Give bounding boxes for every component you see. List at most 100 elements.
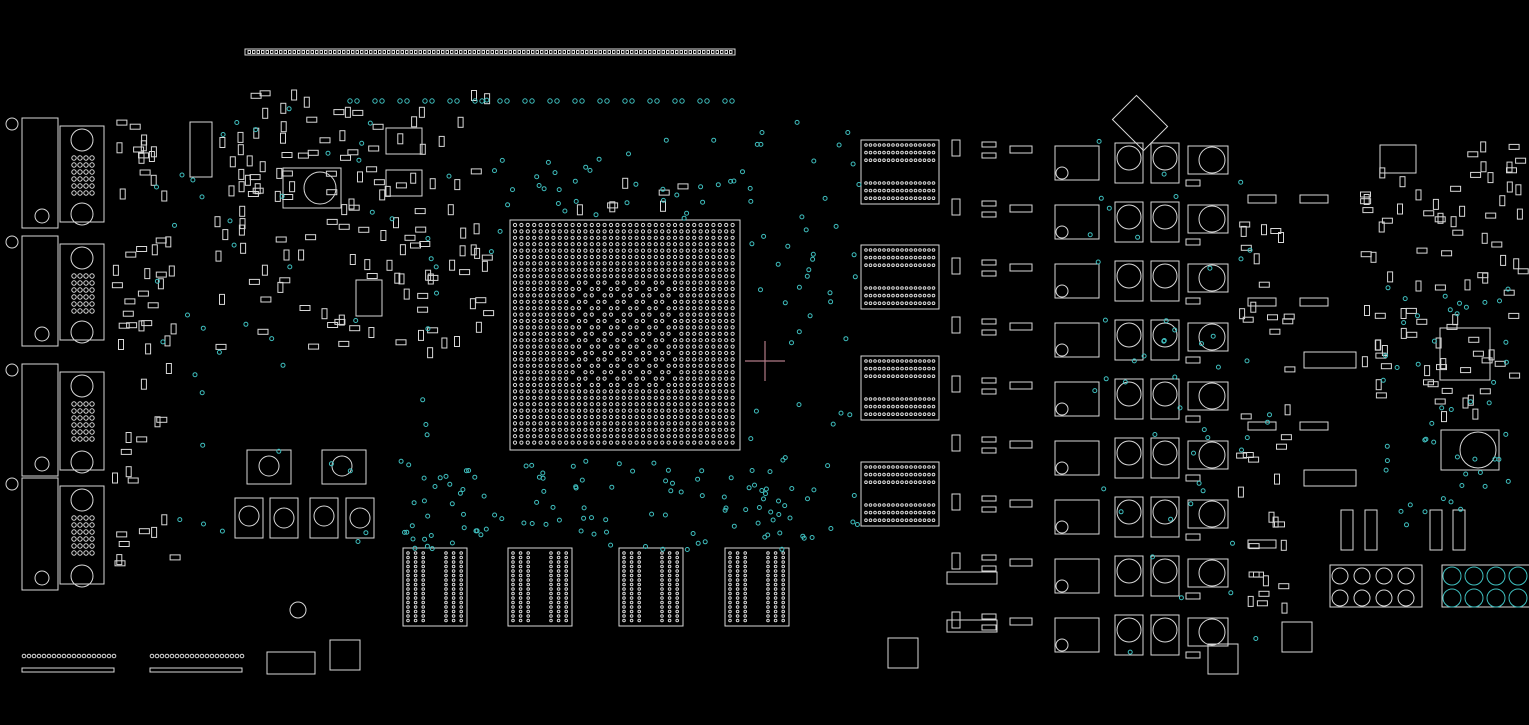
via	[596, 156, 602, 162]
bga-ball	[621, 267, 626, 272]
smd-pad	[1435, 337, 1442, 349]
memory-ball	[766, 600, 770, 605]
bga-ball	[564, 338, 569, 343]
bga-ball	[544, 248, 550, 253]
bga-ball	[724, 293, 729, 298]
bga-ball	[628, 306, 633, 311]
smd-pad	[156, 416, 168, 423]
memory-ball	[413, 564, 418, 569]
bga-ball	[634, 434, 639, 439]
memory-ball	[868, 150, 873, 155]
bga-ball	[628, 312, 633, 317]
memory-ball	[895, 263, 900, 268]
memory-ball	[637, 569, 642, 573]
smd-pad	[219, 293, 225, 305]
port-pin	[71, 169, 77, 175]
via	[447, 481, 453, 487]
bga-ball	[602, 312, 607, 317]
bga-ball	[608, 414, 614, 420]
memory-ball	[781, 618, 786, 623]
bga-ball	[583, 274, 588, 279]
via	[534, 499, 540, 505]
memory-ball	[882, 248, 886, 252]
via	[794, 119, 800, 125]
bga-ball	[634, 363, 639, 368]
bga-ball	[647, 261, 652, 266]
connector-pin	[729, 50, 733, 54]
memory-ball	[909, 158, 913, 162]
memory-ball	[886, 143, 891, 147]
bga-ball	[717, 312, 722, 317]
bga-ball	[544, 440, 550, 445]
smd-pad	[1299, 421, 1329, 431]
memory-ball	[864, 397, 868, 401]
bga-ball	[666, 254, 671, 260]
memory-ball	[895, 412, 900, 417]
memory-ball	[518, 591, 523, 596]
connector-pin	[414, 50, 418, 54]
memory-ball	[766, 587, 770, 591]
capacitor-body	[1116, 381, 1142, 407]
bga-ball	[730, 382, 735, 388]
connector-pin	[436, 50, 440, 54]
memory-ball	[735, 564, 740, 569]
connector-pin	[418, 50, 422, 54]
memory-ball	[895, 255, 900, 260]
port-mount-hole	[34, 326, 50, 342]
bga-ball	[717, 229, 722, 234]
power-pin	[1397, 567, 1415, 585]
inductor-body	[1198, 205, 1226, 233]
bga-ball	[583, 318, 588, 324]
bga-ball	[717, 440, 722, 445]
via	[497, 98, 503, 104]
bga-ball	[640, 222, 646, 228]
smd-pad	[429, 178, 436, 190]
memory-ball	[451, 600, 456, 605]
bga-ball	[634, 274, 639, 279]
memory-ball	[873, 196, 877, 200]
bga-ball	[628, 235, 633, 240]
bga-ball	[685, 318, 690, 324]
smd-pad	[1363, 194, 1370, 205]
memory-ball	[629, 569, 634, 573]
memory-ball	[556, 578, 561, 582]
bga-ball	[570, 267, 575, 272]
memory-ball	[675, 578, 680, 582]
bga-ball	[538, 306, 543, 311]
port-pin	[71, 176, 77, 182]
port-mount-hole	[70, 320, 94, 344]
via	[1172, 374, 1178, 380]
smd-pad	[441, 337, 448, 349]
bga-ball	[621, 389, 626, 394]
bga-ball	[564, 261, 569, 266]
memory-ball	[735, 605, 740, 609]
bga-ball	[634, 242, 639, 247]
smd-pad	[1268, 511, 1275, 523]
bga-ball	[576, 261, 582, 266]
bga-ball	[640, 235, 646, 240]
via	[1205, 435, 1211, 441]
port-mount-hole	[34, 570, 50, 586]
power-phase	[951, 257, 1229, 305]
bga-ball	[596, 376, 601, 381]
bga-ball	[660, 248, 665, 253]
memory-ball	[873, 472, 877, 477]
connector-pin	[315, 50, 319, 54]
via	[550, 504, 556, 510]
bga-ball	[608, 286, 614, 292]
via	[1098, 195, 1104, 201]
bga-ball	[698, 402, 703, 407]
connector-pin	[472, 50, 476, 54]
bga-ball	[564, 267, 569, 272]
smd-pad	[981, 565, 997, 572]
via	[1210, 333, 1216, 339]
memory-ball	[918, 301, 922, 306]
port-pin	[83, 515, 89, 521]
bga-ball	[660, 395, 665, 400]
smd-pad	[116, 554, 123, 566]
connector-pin	[51, 653, 57, 659]
memory-ball	[900, 510, 904, 515]
bga-ball	[615, 242, 620, 247]
smd-pad	[474, 247, 481, 259]
